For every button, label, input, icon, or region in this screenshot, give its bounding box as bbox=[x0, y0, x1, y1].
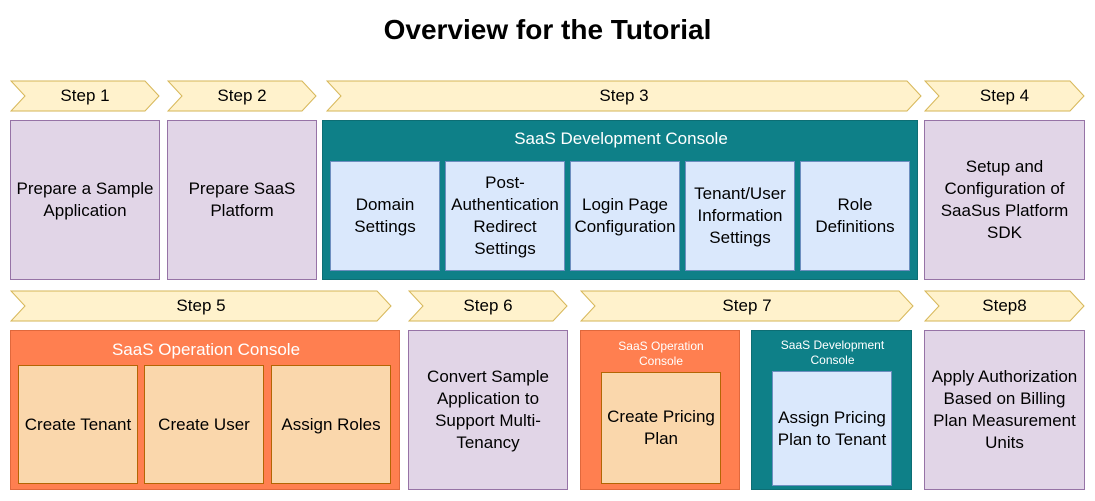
step-5-label: Step 5 bbox=[176, 296, 226, 315]
step-7-label: Step 7 bbox=[722, 296, 772, 315]
setup-sdk-box: Setup and Configuration of SaaSus Platfo… bbox=[924, 120, 1085, 280]
setup-sdk-label: Setup and Configuration of SaaSus Platfo… bbox=[940, 157, 1069, 242]
create-pricing-plan-item: Create Pricing Plan bbox=[601, 372, 721, 484]
convert-sample-box: Convert Sample Application to Support Mu… bbox=[408, 330, 568, 490]
step-6-arrow: Step 6 bbox=[408, 290, 568, 322]
ops-item-label: Create User bbox=[158, 414, 250, 434]
diagram-title: Overview for the Tutorial bbox=[383, 14, 712, 45]
step7-ops-console: SaaS Operation Console Create Pricing Pl… bbox=[580, 330, 740, 490]
dev-item-domain-settings: Domain Settings bbox=[330, 161, 440, 271]
step-5-arrow: Step 5 bbox=[10, 290, 392, 322]
apply-authorization-box: Apply Authorization Based on Billing Pla… bbox=[924, 330, 1085, 490]
dev-item-label: Post-Authentication Redirect Settings bbox=[451, 173, 559, 258]
step-2-arrow: Step 2 bbox=[167, 80, 317, 112]
prepare-sample-box: Prepare a Sample Application bbox=[10, 120, 160, 280]
step-4-arrow: Step 4 bbox=[924, 80, 1085, 112]
dev-console-title: SaaS Development Console bbox=[514, 129, 728, 148]
step7-dev-title: SaaS Development Console bbox=[780, 338, 885, 367]
apply-authorization-label: Apply Authorization Based on Billing Pla… bbox=[931, 367, 1078, 452]
ops-console-title: SaaS Operation Console bbox=[111, 340, 301, 359]
ops-item-create-user: Create User bbox=[144, 365, 264, 484]
step-4-label: Step 4 bbox=[979, 86, 1030, 105]
assign-pricing-plan-item: Assign Pricing Plan to Tenant bbox=[772, 371, 892, 486]
dev-item-label: Login Page Configuration bbox=[574, 195, 676, 236]
dev-item-login-page: Login Page Configuration bbox=[570, 161, 680, 271]
convert-sample-label: Convert Sample Application to Support Mu… bbox=[427, 367, 549, 452]
step-2-label: Step 2 bbox=[217, 86, 267, 105]
step-1-arrow: Step 1 bbox=[10, 80, 160, 112]
prepare-sample-label: Prepare a Sample Application bbox=[16, 179, 154, 220]
step7-ops-title: SaaS Operation Console bbox=[618, 339, 704, 368]
ops-item-label: Assign Roles bbox=[281, 414, 381, 434]
step-3-label: Step 3 bbox=[599, 86, 649, 105]
dev-item-label: Role Definitions bbox=[815, 195, 895, 236]
step-7-arrow: Step 7 bbox=[580, 290, 914, 322]
step-1-label: Step 1 bbox=[60, 86, 110, 105]
dev-item-label: Domain Settings bbox=[354, 195, 416, 236]
dev-console-container: SaaS Development Console Domain Settings… bbox=[322, 120, 918, 280]
prepare-saas-label: Prepare SaaS Platform bbox=[188, 179, 296, 220]
step7-dev-console: SaaS Development Console Assign Pricing … bbox=[751, 330, 912, 490]
create-pricing-plan-label: Create Pricing Plan bbox=[607, 407, 715, 448]
dev-item-redirect-settings: Post-Authentication Redirect Settings bbox=[445, 161, 565, 271]
ops-item-create-tenant: Create Tenant bbox=[18, 365, 138, 484]
step-8-arrow: Step8 bbox=[924, 290, 1085, 322]
step-3-arrow: Step 3 bbox=[326, 80, 922, 112]
ops-item-label: Create Tenant bbox=[24, 414, 132, 434]
dev-item-label: Tenant/User Information Settings bbox=[694, 184, 786, 247]
step-8-label: Step8 bbox=[982, 296, 1027, 315]
ops-console-container: SaaS Operation Console Create Tenant Cre… bbox=[10, 330, 400, 490]
ops-item-assign-roles: Assign Roles bbox=[271, 365, 391, 484]
dev-item-role-definitions: Role Definitions bbox=[800, 161, 910, 271]
prepare-saas-box: Prepare SaaS Platform bbox=[167, 120, 317, 280]
dev-item-tenant-user-info: Tenant/User Information Settings bbox=[685, 161, 795, 271]
step-6-label: Step 6 bbox=[463, 296, 513, 315]
assign-pricing-plan-label: Assign Pricing Plan to Tenant bbox=[777, 407, 887, 449]
